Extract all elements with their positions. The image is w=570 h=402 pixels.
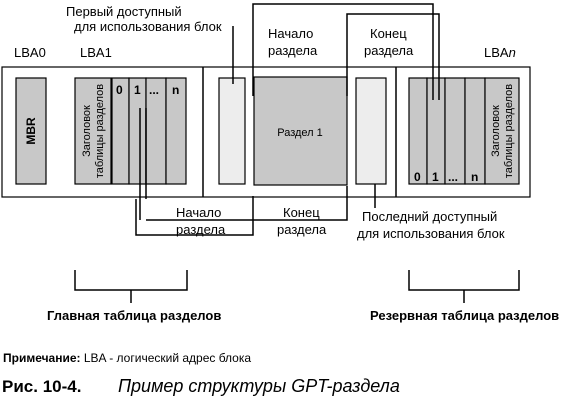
partition-end-top-label-line2: раздела (364, 43, 414, 58)
backup-entry-n-label: n (471, 170, 478, 184)
primary-entry-1-label: 1 (134, 83, 141, 97)
mbr-block (15, 77, 47, 185)
primary-table-bracket (74, 270, 188, 291)
partition-1-block (253, 76, 348, 186)
partition-1-text: Раздел 1 (277, 127, 323, 139)
backup-entry-dots (444, 77, 466, 185)
caption-number: Рис. 10-4. (2, 377, 81, 396)
backup-entry-n (464, 77, 486, 185)
partition-start-top-label-line1: Начало (268, 26, 313, 41)
backup-entry-1-label: 1 (432, 170, 439, 184)
first-usable-label-line2: для использования блок (74, 19, 222, 34)
primary-entry-dots-label: ... (149, 83, 159, 97)
primary-entry-n-label: n (172, 83, 179, 97)
free-space-left (218, 77, 246, 185)
primary-table-label: Главная таблица разделов (47, 308, 221, 323)
lba1-label: LBA1 (80, 45, 112, 60)
backup-table-label: Резервная таблица разделов (370, 308, 559, 323)
partition-end-bottom-label-line1: Конец (283, 205, 320, 220)
partition-end-bottom-label-line2: раздела (277, 222, 327, 237)
last-usable-label-line1: Последний доступный (362, 209, 497, 224)
primary-entry-start-link (135, 196, 254, 236)
first-usable-label-line1: Первый доступный (66, 4, 182, 19)
free-space-right (355, 77, 387, 185)
primary-header-text-line1: Заголовок (81, 105, 93, 157)
partition-start-bottom-label-line2: раздела (176, 222, 226, 237)
primary-header-text-line2: таблицы разделов (94, 84, 106, 178)
partition-end-top-label-line1: Конец (370, 26, 407, 41)
backup-entry-end-link (346, 13, 440, 100)
primary-entry-n (165, 77, 187, 185)
backup-entry-start-link (252, 3, 434, 100)
lban-label: LBAn (484, 45, 516, 60)
backup-entry-dots-label: ... (448, 170, 458, 184)
backup-entry-1 (426, 77, 446, 185)
partition-start-bottom-label-line1: Начало (176, 205, 221, 220)
backup-header-text-line1: Заголовок (490, 105, 502, 157)
note-text: LBA - логический адрес блока (81, 351, 252, 365)
mbr-text: MBR (24, 117, 38, 145)
lba0-label: LBA0 (14, 45, 46, 60)
partition-start-top-label-line2: раздела (268, 43, 318, 58)
primary-entry-0-label: 0 (116, 83, 123, 97)
backup-header-block (484, 77, 520, 185)
caption-title: Пример структуры GPT-раздела (118, 376, 400, 396)
last-usable-label-line2: для использования блок (357, 226, 505, 241)
primary-header-block (74, 77, 112, 185)
backup-header-text-line2: таблицы разделов (503, 84, 515, 178)
note-bold: Примечание: (3, 351, 81, 365)
note: Примечание: LBA - логический адрес блока (3, 351, 251, 365)
backup-entry-0-label: 0 (414, 170, 421, 184)
backup-table-bracket (408, 270, 520, 291)
backup-entry-0 (408, 77, 428, 185)
primary-entry-end-link (146, 186, 348, 221)
